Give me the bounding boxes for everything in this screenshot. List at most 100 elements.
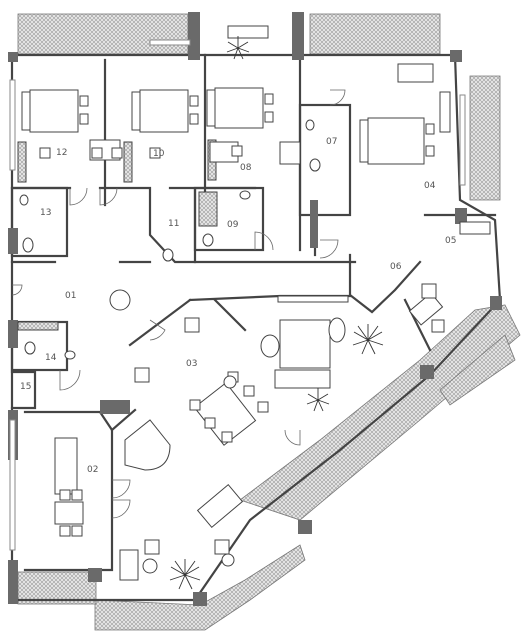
room-label-09: 09 <box>227 220 239 230</box>
bed-12 <box>21 89 89 133</box>
bath-13-walls <box>10 186 69 258</box>
plant <box>226 36 250 60</box>
doors <box>11 89 346 519</box>
pillar <box>88 568 102 582</box>
room-labels: 01 02 03 04 05 06 07 08 09 10 11 12 13 1… <box>20 137 456 475</box>
room-label-03: 03 <box>186 359 197 369</box>
pillar <box>490 296 502 310</box>
living-table <box>279 319 331 369</box>
room-label-14: 14 <box>45 353 57 363</box>
door <box>11 284 23 296</box>
door <box>149 319 166 341</box>
sink <box>239 190 251 200</box>
armchair-round <box>260 334 280 358</box>
pillar <box>100 400 130 414</box>
office-desk <box>408 292 444 326</box>
armchair <box>119 549 139 581</box>
bath-09-walls <box>193 186 265 252</box>
window <box>9 419 16 551</box>
round-table <box>221 553 235 567</box>
room-15-walls <box>10 370 37 410</box>
desk-05 <box>459 221 491 235</box>
terraces <box>17 13 521 631</box>
door <box>319 239 339 259</box>
pillar <box>8 320 18 348</box>
furniture <box>17 25 491 581</box>
terrace-right <box>469 75 501 201</box>
sink <box>305 119 315 131</box>
room-label-06: 06 <box>390 262 402 272</box>
wall-03-diag-b <box>213 298 247 332</box>
bed-08 <box>206 87 274 129</box>
shower <box>198 191 218 227</box>
toilet <box>162 248 174 262</box>
room-label-04: 04 <box>424 181 436 191</box>
terrace-bottom <box>94 544 306 631</box>
tv-unit <box>439 91 451 133</box>
toilet <box>202 233 214 247</box>
room-label-15: 15 <box>20 382 31 392</box>
outer-wall-diagonal <box>193 298 502 602</box>
door <box>99 187 118 206</box>
door <box>111 479 131 499</box>
desk-04 <box>397 63 434 83</box>
window <box>9 79 16 171</box>
wall-05-03 <box>403 298 432 352</box>
door <box>329 89 346 106</box>
round-table <box>223 375 237 389</box>
room-label-02: 02 <box>87 465 98 475</box>
plant <box>352 324 384 355</box>
grand-piano <box>124 419 171 471</box>
room-label-01: 01 <box>65 291 76 301</box>
window <box>149 39 191 46</box>
round-table <box>142 558 158 574</box>
wardrobe <box>123 141 133 183</box>
room-label-10: 10 <box>153 149 165 159</box>
bed-10 <box>131 89 199 133</box>
plant <box>169 559 201 590</box>
toilet <box>24 341 36 355</box>
door <box>254 231 274 251</box>
terrace-top-right <box>309 13 441 55</box>
door <box>69 187 88 206</box>
terrace-right-small <box>439 334 516 406</box>
beds <box>21 87 435 165</box>
room-label-12: 12 <box>56 148 67 158</box>
kitchen-table <box>54 501 84 525</box>
door <box>284 429 301 446</box>
door <box>59 369 81 391</box>
lounge-sofa <box>196 484 244 528</box>
window <box>459 94 466 186</box>
pillar <box>8 228 18 254</box>
pillar <box>188 12 200 60</box>
bathtub <box>328 317 346 343</box>
toilet <box>309 158 321 172</box>
wall-02-03 <box>110 408 137 432</box>
pillar <box>292 12 304 60</box>
outer-wall-east <box>453 53 502 302</box>
room-label-08: 08 <box>240 163 252 173</box>
sideboard <box>277 295 349 303</box>
plants <box>169 36 384 590</box>
wall-03-diag-a <box>128 298 192 347</box>
wardrobe <box>17 321 59 331</box>
kitchen-island <box>54 437 78 495</box>
room-label-05: 05 <box>445 236 456 246</box>
room-label-13: 13 <box>40 208 51 218</box>
terrace-bottom-left <box>17 571 97 605</box>
terrace-top-left <box>17 13 189 55</box>
sofa <box>274 369 331 389</box>
sink <box>64 350 76 360</box>
desk <box>279 141 301 165</box>
plant <box>306 388 330 412</box>
room-label-11: 11 <box>168 219 179 229</box>
pillar <box>8 560 18 604</box>
sanitary <box>19 119 321 360</box>
round-table <box>109 289 131 311</box>
windows <box>9 39 466 551</box>
pillar <box>8 52 18 62</box>
pillar <box>420 365 434 379</box>
chairs <box>39 145 445 555</box>
pillar <box>455 208 467 224</box>
